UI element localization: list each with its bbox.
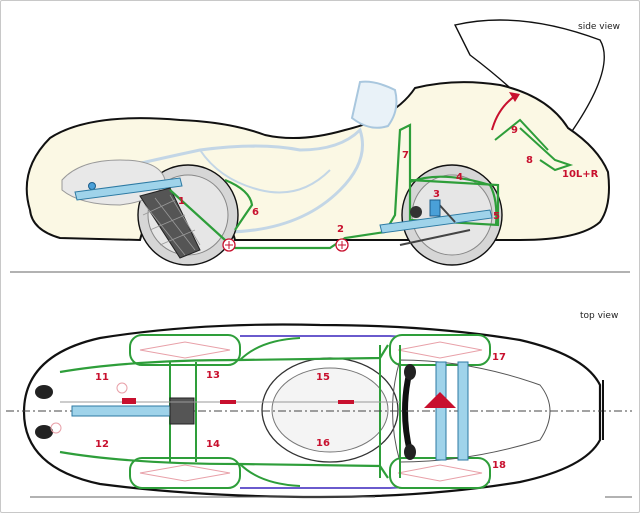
frame-tube-9 — [494, 118, 549, 151]
label-7: 7 — [402, 150, 409, 161]
rear-wheel-spokes-l — [139, 341, 231, 359]
front-damper-l — [404, 364, 416, 380]
label-6: 6 — [252, 207, 259, 218]
pedal-b — [220, 400, 236, 404]
front-strut — [379, 209, 493, 234]
label-11: 11 — [95, 372, 109, 383]
hood-arrow — [491, 95, 516, 131]
nose-panel — [392, 359, 551, 463]
pedal-c — [338, 400, 354, 404]
tail-light-right — [35, 425, 53, 439]
rear-wheel-spokes-r — [139, 464, 231, 482]
driveshaft — [71, 405, 173, 417]
driver-outline — [69, 127, 364, 234]
label-17: 17 — [492, 352, 506, 363]
label-14: 14 — [206, 439, 220, 450]
side-view: side view — [10, 19, 630, 273]
label-15: 15 — [316, 372, 330, 383]
steering-rack — [424, 392, 456, 408]
label-8: 8 — [526, 155, 533, 166]
space-frame-top-sides — [59, 344, 389, 479]
pedal-a — [122, 398, 136, 404]
front-axle-beam — [435, 361, 447, 461]
front-axle-beam-2 — [457, 361, 469, 461]
tail-light-left — [35, 385, 53, 399]
frame-tube-8 — [519, 127, 574, 172]
label-4: 4 — [456, 172, 463, 183]
fitting-bottom — [50, 422, 62, 434]
front-wheel-top-r — [389, 457, 491, 489]
label-18: 18 — [492, 460, 506, 471]
rear-wheel-top-l — [129, 334, 241, 366]
label-13: 13 — [206, 370, 220, 381]
windscreen — [350, 80, 398, 129]
top-view-title: top view — [580, 311, 618, 321]
driver-legs — [199, 149, 331, 194]
radiator-mesh — [139, 187, 201, 259]
front-damper-r — [404, 444, 416, 460]
frame-tube-4 — [409, 175, 498, 226]
label-2: 2 — [337, 224, 344, 235]
label-12: 12 — [95, 439, 109, 450]
rear-wheel-top-r — [129, 457, 241, 489]
fitting-top — [116, 382, 128, 394]
label-9: 9 — [511, 125, 518, 136]
space-frame-side — [169, 123, 500, 250]
top-view: top view — [6, 311, 632, 499]
label-10: 10L+R — [562, 169, 599, 180]
mesh-grid — [142, 194, 201, 256]
shock-absorber — [429, 199, 441, 217]
cockpit-seat — [271, 367, 389, 453]
label-16: 16 — [316, 438, 330, 449]
label-1: 1 — [178, 196, 185, 207]
tie-rod — [399, 229, 471, 246]
label-3: 3 — [433, 189, 440, 200]
label-5: 5 — [493, 211, 500, 222]
rear-strut — [74, 177, 183, 201]
engine-bolt — [88, 182, 96, 190]
steering-box — [410, 206, 422, 218]
frame-tube-6 — [224, 178, 254, 231]
hood-arrowhead — [509, 92, 520, 102]
side-view-title: side view — [578, 22, 620, 32]
